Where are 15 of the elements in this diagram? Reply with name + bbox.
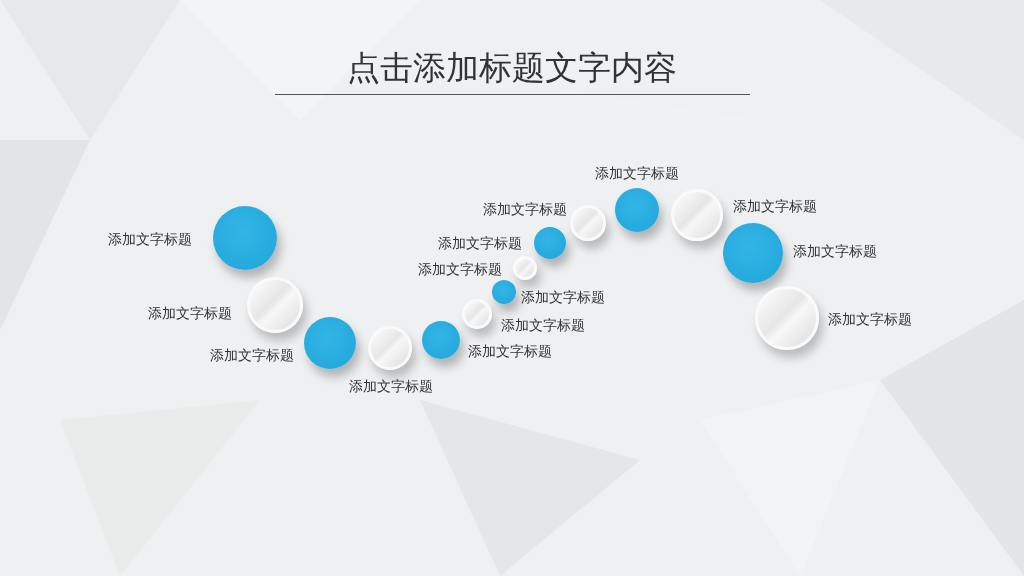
slide-title: 点击添加标题文字内容 bbox=[346, 47, 678, 89]
item-label: 添加文字标题 bbox=[595, 165, 679, 183]
item-label: 添加文字标题 bbox=[733, 198, 817, 216]
item-label: 添加文字标题 bbox=[438, 235, 522, 253]
item-label: 添加文字标题 bbox=[793, 243, 877, 261]
item-label: 添加文字标题 bbox=[483, 201, 567, 219]
item-label: 添加文字标题 bbox=[418, 261, 502, 279]
item-label: 添加文字标题 bbox=[501, 317, 585, 335]
item-label: 添加文字标题 bbox=[148, 305, 232, 323]
item-label: 添加文字标题 bbox=[828, 311, 912, 329]
item-label: 添加文字标题 bbox=[349, 378, 433, 396]
item-label: 添加文字标题 bbox=[521, 289, 605, 307]
item-label: 添加文字标题 bbox=[108, 231, 192, 249]
item-label: 添加文字标题 bbox=[210, 347, 294, 365]
item-label: 添加文字标题 bbox=[468, 343, 552, 361]
